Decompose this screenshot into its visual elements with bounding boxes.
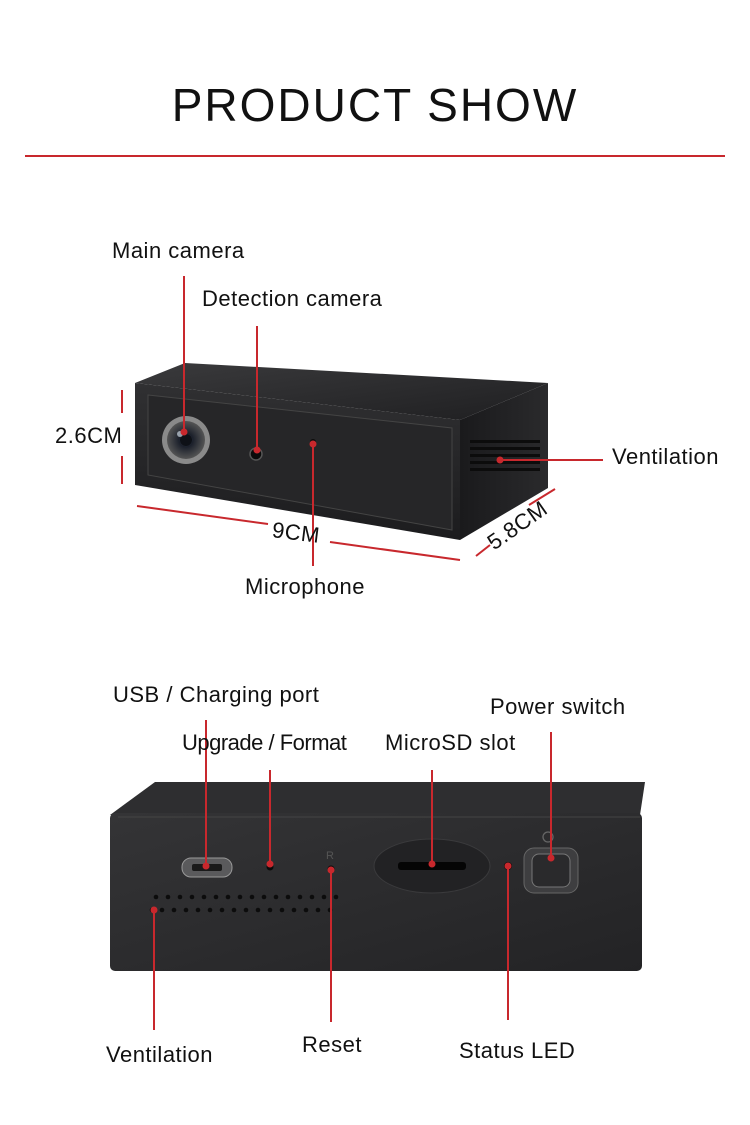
main-camera-lens — [162, 416, 210, 464]
usb-charging-port-label: USB / Charging port — [113, 682, 320, 707]
microphone-label: Microphone — [245, 574, 365, 599]
power-switch-label: Power switch — [490, 694, 626, 719]
front-pointers — [121, 276, 603, 566]
side-device: R — [110, 782, 645, 971]
reset-label: Reset — [302, 1032, 362, 1057]
height-dimension-label: 2.6CM — [55, 423, 123, 448]
ventilation-label-side: Ventilation — [106, 1042, 214, 1067]
title-divider — [25, 155, 725, 157]
svg-text:R: R — [326, 850, 334, 862]
device2-top-face — [110, 782, 645, 815]
side-vent — [470, 440, 540, 471]
upgrade-format-label: Upgrade / Format — [182, 730, 347, 755]
microsd-slot-label: MicroSD slot — [385, 730, 516, 755]
front-panel — [147, 394, 453, 531]
ventilation-label-front: Ventilation — [612, 444, 720, 469]
side-pointers — [150, 720, 555, 1030]
detection-camera-label: Detection camera — [202, 286, 383, 311]
page-title: PRODUCT SHOW — [171, 79, 579, 131]
front-device — [135, 363, 548, 540]
device-top-face — [135, 363, 548, 420]
main-camera-label: Main camera — [112, 238, 245, 263]
status-led-label: Status LED — [459, 1038, 576, 1063]
